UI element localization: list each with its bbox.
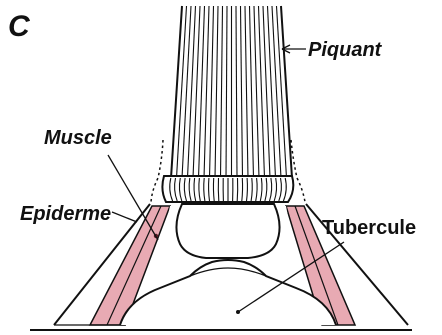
label-muscle: Muscle xyxy=(44,127,112,149)
spine-base-collar xyxy=(162,176,293,202)
panel-letter: C xyxy=(8,10,31,43)
spine-shaft xyxy=(171,6,292,178)
label-piquant: Piquant xyxy=(308,39,383,61)
label-tubercule: Tubercule xyxy=(322,217,416,239)
label-epiderme: Epiderme xyxy=(20,203,111,225)
